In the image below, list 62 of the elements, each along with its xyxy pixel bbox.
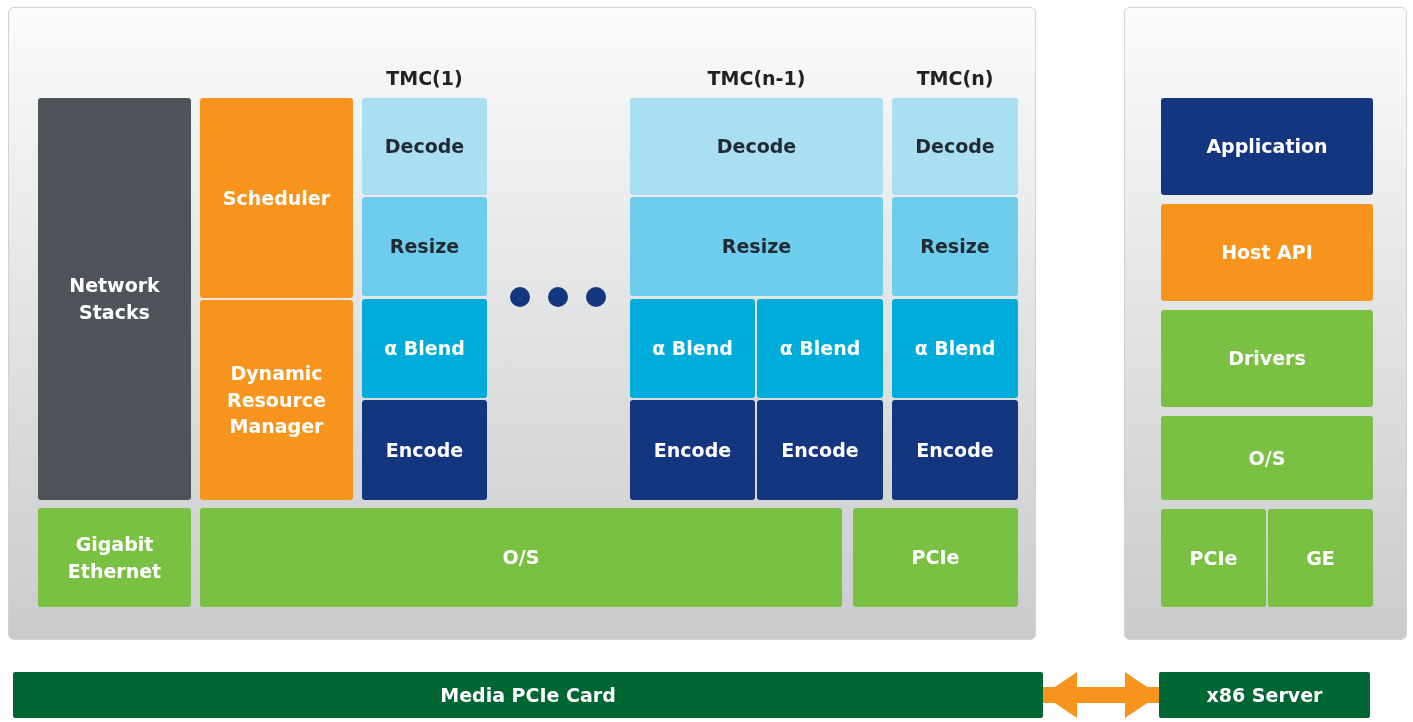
layer-block — [200, 300, 353, 500]
layer-block — [1161, 509, 1266, 607]
layer-block — [630, 197, 883, 296]
block-label: Resize — [720, 234, 793, 260]
block-label: Network Stacks — [68, 273, 161, 325]
block-label: Dynamic Resource Manager — [226, 361, 327, 440]
layer-block — [1161, 416, 1373, 500]
block-label: α Blend — [383, 336, 466, 362]
block-label: Encode — [915, 437, 995, 463]
block-label: GE — [1305, 545, 1336, 571]
block-label: O/S — [501, 545, 541, 571]
layer-block — [630, 98, 883, 195]
card-panel — [8, 7, 1036, 640]
layer-block — [38, 508, 191, 607]
block-label: Application — [1205, 134, 1329, 160]
column-heading: TMC(1) — [385, 66, 464, 91]
layer-block — [13, 672, 1043, 718]
layer-block — [757, 299, 883, 398]
block-label: Scheduler — [221, 185, 332, 211]
block-label: α Blend — [913, 336, 997, 362]
block-label: PCIe — [910, 545, 961, 571]
card-panel — [1124, 7, 1407, 640]
double-arrow — [1043, 672, 1159, 718]
layer-block — [1161, 204, 1373, 301]
block-label: Decode — [383, 134, 466, 160]
block-label: α Blend — [778, 336, 862, 362]
layer-block — [362, 299, 487, 398]
block-label: Resize — [388, 234, 461, 260]
column-heading: TMC(n-1) — [706, 66, 807, 91]
block-label: Host API — [1220, 240, 1314, 266]
layer-block — [38, 98, 191, 500]
block-label: Encode — [384, 437, 465, 463]
layer-block — [892, 98, 1018, 195]
block-label: Drivers — [1227, 346, 1307, 372]
layer-block — [362, 400, 487, 500]
layer-block — [892, 299, 1018, 398]
column-heading: TMC(n) — [915, 66, 995, 91]
layer-block — [757, 400, 883, 500]
layer-block — [200, 98, 353, 298]
block-label: Media PCIe Card — [439, 682, 617, 708]
layer-block — [362, 98, 487, 195]
block-label: Decode — [715, 134, 798, 160]
block-label: Encode — [780, 437, 860, 463]
block-label: x86 Server — [1205, 682, 1324, 708]
block-label: Encode — [652, 437, 733, 463]
block-label: α Blend — [651, 336, 734, 362]
layer-block — [200, 508, 842, 607]
layer-block — [853, 508, 1018, 607]
block-label: Resize — [919, 234, 991, 260]
layer-block — [630, 400, 755, 500]
layer-block — [892, 400, 1018, 500]
layer-block — [630, 299, 755, 398]
block-label: PCIe — [1188, 545, 1239, 571]
block-label: Gigabit Ethernet — [66, 531, 163, 584]
block-label: O/S — [1247, 445, 1287, 471]
layer-block — [1161, 98, 1373, 195]
block-label: Decode — [914, 134, 996, 160]
layer-block — [362, 197, 487, 296]
layer-block — [1161, 310, 1373, 407]
layer-block — [1159, 672, 1370, 718]
layer-block — [1268, 509, 1373, 607]
layer-block — [892, 197, 1018, 296]
